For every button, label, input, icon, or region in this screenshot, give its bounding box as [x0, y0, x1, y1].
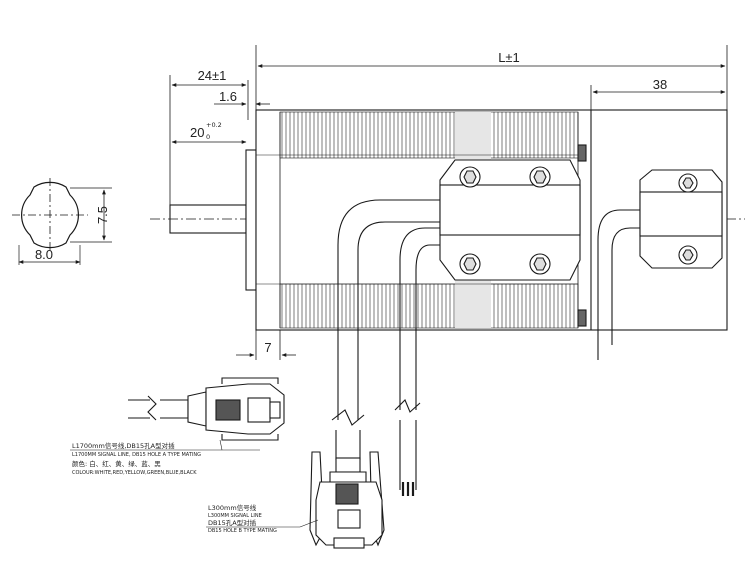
- dim-tol-lower: 0: [206, 133, 210, 141]
- db15-connector-long: [128, 377, 285, 441]
- clamp-bolt-icon: [459, 166, 551, 275]
- dim-key-offset: 7: [264, 340, 271, 355]
- dim-length: L±1: [498, 50, 520, 65]
- motor-flange: [245, 149, 257, 291]
- dim-tol-base: 20: [190, 125, 204, 140]
- db15-connector-short: [309, 451, 385, 549]
- note-signal-cable-cn: L1700mm信号线,DB15孔A型对插: [72, 441, 175, 450]
- note-colour-cn: 颜色: 白、红、黄、绿、蓝、黑: [72, 459, 161, 468]
- cable-wire-ends-icon: [401, 482, 415, 496]
- note-short-mating-en: DB15 HOLE B TYPE MATING: [208, 528, 277, 534]
- note-signal-cable-en: L1700MM SIGNAL LINE, DB15 HOLE A TYPE MA…: [72, 452, 201, 458]
- shaft-d-profile: [21, 181, 79, 249]
- dim-connector: 38: [653, 77, 667, 92]
- dim-flange: 1.6: [219, 89, 237, 104]
- cable-clamp-main: [439, 159, 581, 281]
- cable-clamp-right: [639, 169, 723, 269]
- dim-tol-upper: +0.2: [206, 121, 222, 129]
- note-short-cable-en: L300MM SIGNAL LINE: [208, 513, 262, 519]
- top-dimension-lines: [169, 45, 728, 205]
- dim-shaft-length: 24±1: [198, 68, 227, 83]
- dim-shaft-dia: 8.0: [35, 247, 53, 262]
- note-short-cable-cn: L300mm信号线: [208, 503, 257, 512]
- dim-shaft-flat: 7.5: [95, 206, 110, 224]
- cables: [331, 199, 640, 490]
- note-short-mating-cn: DB15孔A型对插: [208, 518, 257, 527]
- note-colour-en: COLOUR:WHITE,RED,YELLOW,GREEN,BLUE,BLACK: [72, 470, 197, 476]
- shaft-end-view: [12, 178, 112, 265]
- dim-key-offset-lines: [236, 330, 296, 360]
